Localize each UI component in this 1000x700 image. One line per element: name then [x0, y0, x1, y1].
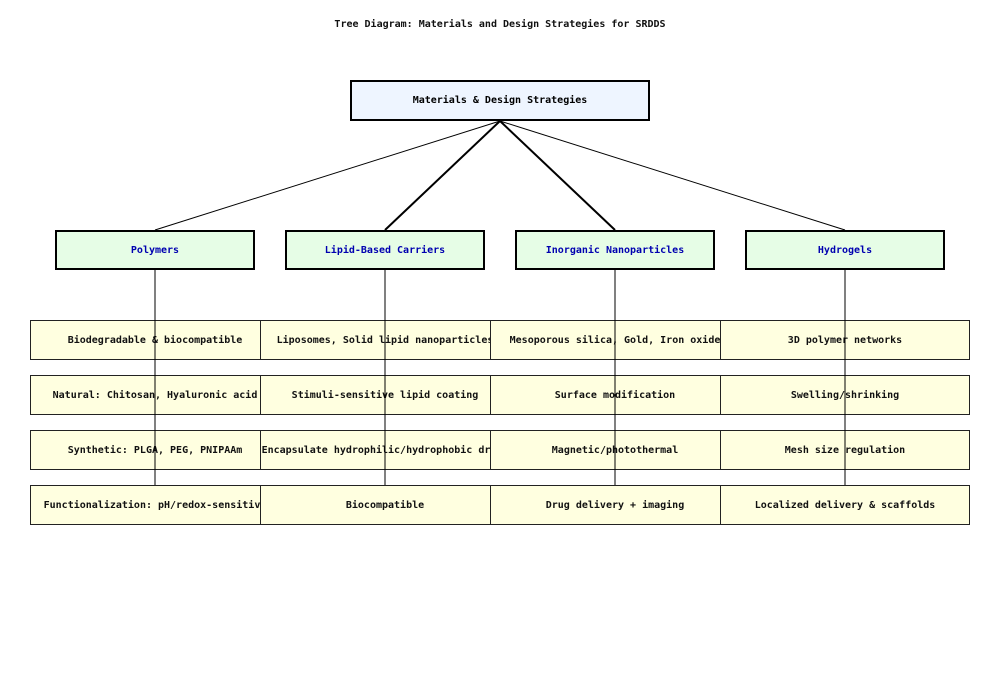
- hydrogels-item: 3D polymer networks: [720, 320, 970, 360]
- lipid-item: Liposomes, Solid lipid nanoparticles: [260, 320, 510, 360]
- category-inorganic-nanoparticles: Inorganic Nanoparticles: [515, 230, 715, 270]
- diagram-title: Tree Diagram: Materials and Design Strat…: [334, 19, 666, 30]
- category-hydrogels: Hydrogels: [745, 230, 945, 270]
- category-polymers: Polymers: [55, 230, 255, 270]
- hydrogels-item: Swelling/shrinking: [720, 375, 970, 415]
- category-lipid-based-carriers: Lipid-Based Carriers: [285, 230, 485, 270]
- inorganic-item: Drug delivery + imaging: [490, 485, 740, 525]
- hydrogels-item: Mesh size regulation: [720, 430, 970, 470]
- root-to-polymers-line: [154, 120, 501, 231]
- root-node: Materials & Design Strategies: [350, 80, 650, 121]
- polymers-item: Biodegradable & biocompatible: [30, 320, 280, 360]
- lipid-item: Encapsulate hydrophilic/hydrophobic drug…: [260, 430, 510, 470]
- lipid-item: Biocompatible: [260, 485, 510, 525]
- root-to-inorganic-line: [499, 120, 616, 231]
- polymers-item: Synthetic: PLGA, PEG, PNIPAAm: [30, 430, 280, 470]
- polymers-item: Functionalization: pH/redox-sensitive: [30, 485, 280, 525]
- polymers-item: Natural: Chitosan, Hyaluronic acid: [30, 375, 280, 415]
- root-to-lipid-line: [384, 120, 501, 231]
- lipid-item: Stimuli-sensitive lipid coating: [260, 375, 510, 415]
- inorganic-item: Magnetic/photothermal: [490, 430, 740, 470]
- inorganic-item: Surface modification: [490, 375, 740, 415]
- root-to-hydrogels-line: [499, 120, 846, 231]
- inorganic-item: Mesoporous silica, Gold, Iron oxide: [490, 320, 740, 360]
- hydrogels-item: Localized delivery & scaffolds: [720, 485, 970, 525]
